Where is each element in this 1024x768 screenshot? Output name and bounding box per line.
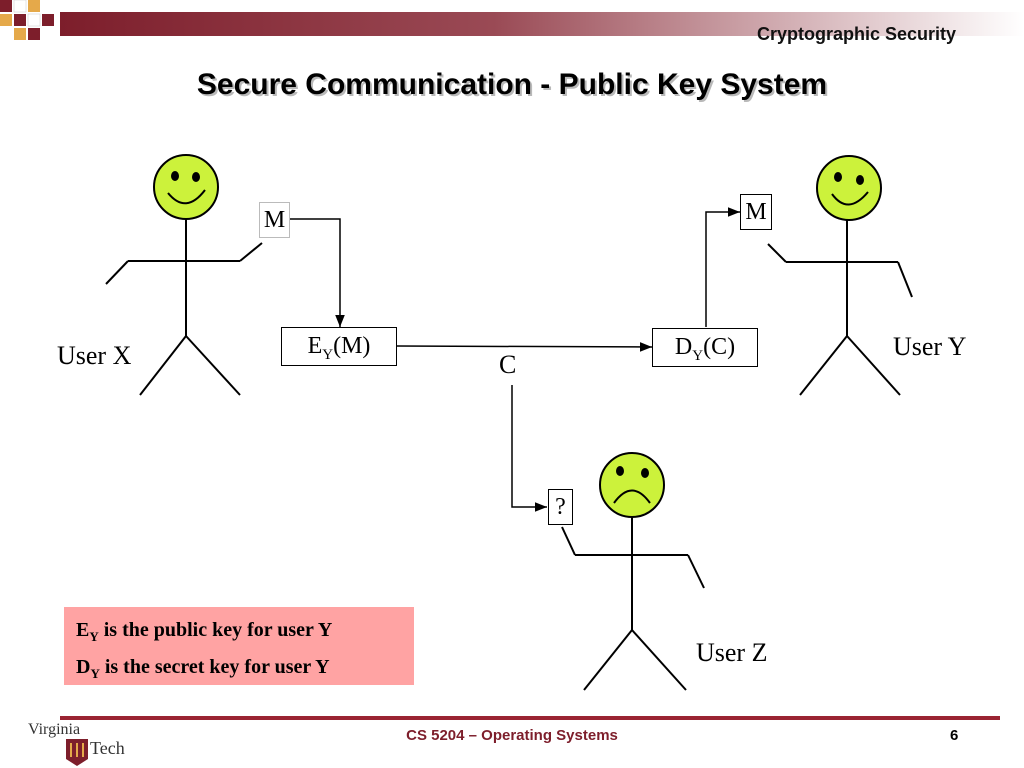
key-legend: EY is the public key for user Y DY is th… [64, 607, 414, 685]
decrypt-arg: (C) [703, 334, 736, 360]
arrow-decrypt-to-m [705, 207, 740, 327]
message-box-x: M [259, 202, 290, 238]
cipher-label: C [499, 350, 517, 379]
encrypt-fn: E [307, 333, 323, 359]
footer-divider [60, 716, 1000, 720]
legend-line-public: EY is the public key for user Y [76, 615, 402, 652]
page-number: 6 [950, 727, 959, 744]
logo-bottom-text: Tech [90, 738, 125, 758]
smiley-face-icon [816, 155, 882, 221]
legend-text: is the secret key for user Y [99, 656, 330, 678]
encrypt-box: EY(M) [281, 327, 397, 366]
legend-sub: Y [89, 629, 99, 644]
slide-title: Secure Communication - Public Key System [196, 68, 828, 101]
arrow-encrypt-to-decrypt [396, 342, 653, 352]
corner-squares-icon [0, 0, 54, 40]
question-box: ? [548, 489, 573, 525]
logo-top-text: Virginia [28, 721, 80, 738]
user-y-label: User Y [893, 332, 967, 361]
decrypt-box: DY(C) [652, 328, 758, 367]
legend-fn: D [76, 656, 91, 678]
arrow-m-to-encrypt [290, 218, 345, 327]
header-band [0, 0, 1024, 40]
legend-line-secret: DY is the secret key for user Y [76, 652, 402, 689]
encrypt-sub: Y [322, 346, 334, 363]
legend-text: is the public key for user Y [98, 619, 333, 641]
arrow-c-to-question [511, 385, 547, 512]
footer-course: CS 5204 – Operating Systems [406, 727, 618, 744]
stick-figure-user-x [105, 154, 263, 396]
stick-figure-user-z [561, 452, 705, 691]
user-x-label: User X [57, 341, 132, 370]
encrypt-arg: (M) [333, 333, 371, 359]
legend-fn: E [76, 619, 90, 641]
virginia-tech-logo: Virginia Tech [28, 721, 125, 766]
decrypt-sub: Y [692, 347, 704, 364]
stick-figure-user-y [767, 155, 913, 396]
message-box-y: M [740, 194, 772, 230]
smiley-face-icon [153, 154, 219, 220]
legend-sub: Y [90, 666, 100, 681]
user-z-label: User Z [696, 638, 768, 667]
decrypt-fn: D [674, 334, 693, 360]
sad-face-icon [599, 452, 665, 518]
header-title: Cryptographic Security [756, 24, 956, 44]
shield-icon [66, 739, 88, 766]
